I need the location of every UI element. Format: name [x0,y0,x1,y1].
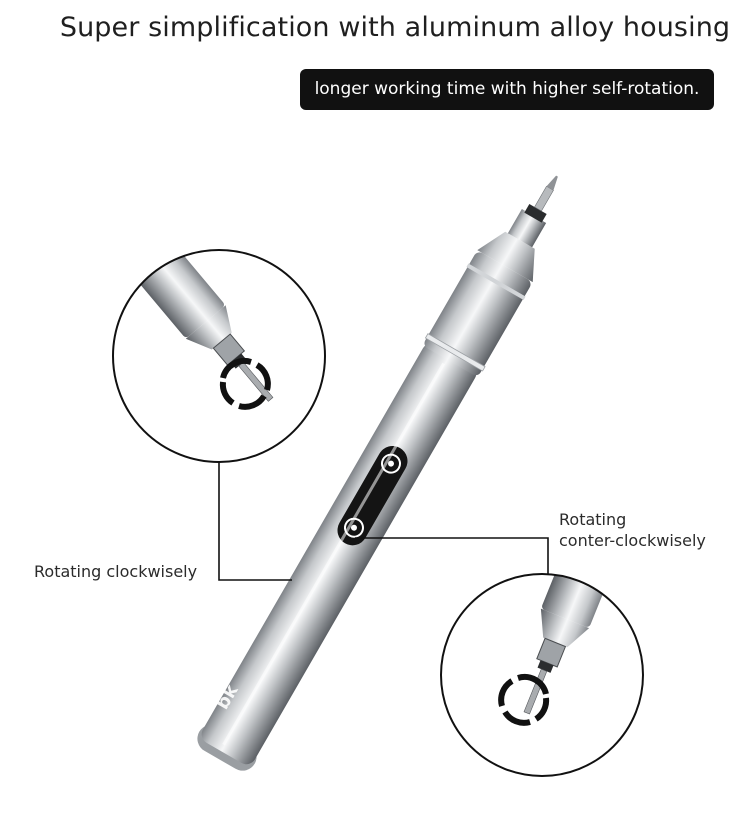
clockwise-button [344,517,364,538]
pen-body [197,175,558,771]
right-callout-line [355,537,549,574]
counter-clockwise-arrow-icon [498,674,550,726]
left-callout-line [218,462,292,581]
counter-clockwise-detail-circle [440,573,644,777]
clockwise-detail-circle [112,249,326,463]
subtitle-badge: longer working time with higher self-rot… [300,69,714,110]
counter-clockwise-button [381,453,401,474]
counter-clockwise-label-line2: conter-clockwisely [559,531,706,550]
clockwise-arrow-icon [219,358,271,410]
page-title: Super simplification with aluminum alloy… [59,12,731,43]
counter-clockwise-label-line1: Rotating [559,510,627,529]
clockwise-label: Rotating clockwisely [34,562,198,581]
